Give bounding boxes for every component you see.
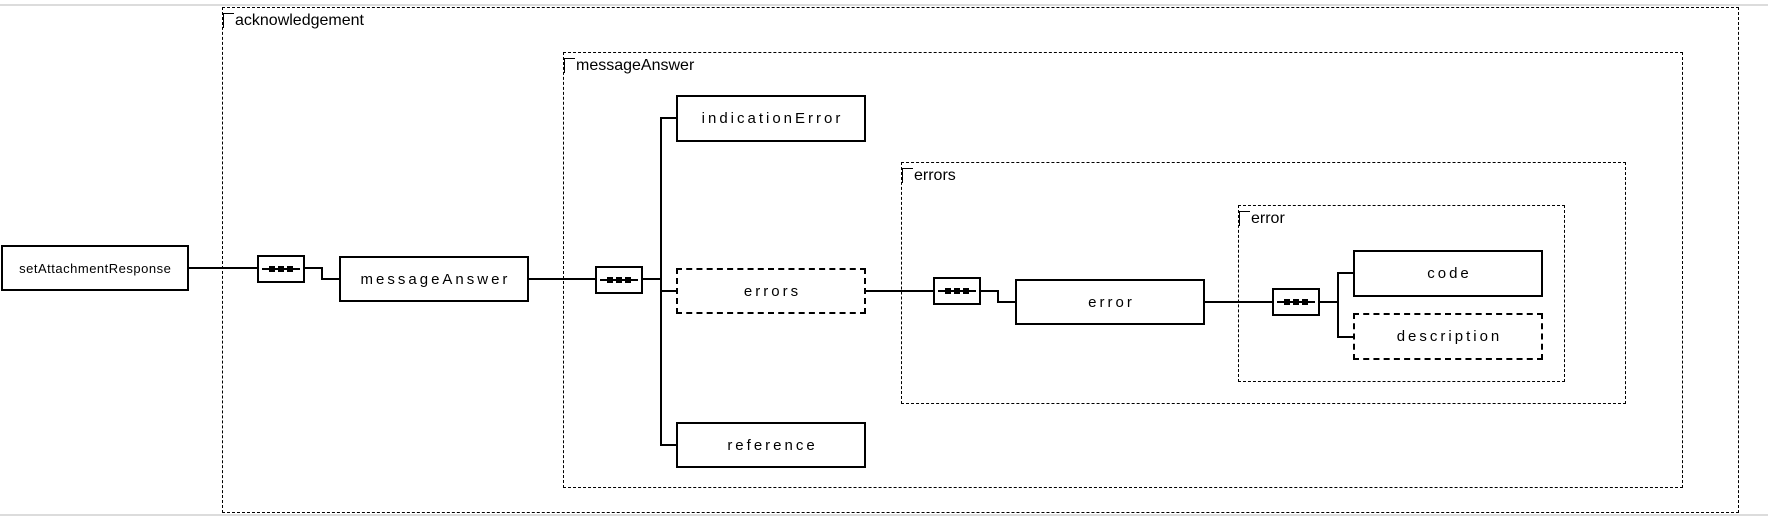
connector-line <box>997 301 1015 303</box>
group-corner-tick <box>564 58 575 73</box>
connector-line <box>529 278 595 280</box>
connector-line <box>997 290 999 303</box>
connector-line <box>321 278 339 280</box>
connector-line <box>189 267 257 269</box>
sequence-icon-dots <box>935 279 979 303</box>
group-label-messageAnswer: messageAnswer <box>564 57 694 75</box>
branch-spine <box>1337 272 1339 338</box>
group-label-error: error <box>1239 210 1285 228</box>
element-box-error[interactable]: error <box>1015 279 1205 325</box>
element-box-reference[interactable]: reference <box>676 422 866 468</box>
group-label-errors: errors <box>902 167 956 185</box>
element-box-errors[interactable]: errors <box>676 268 866 314</box>
sequence-icon-dots <box>259 257 303 281</box>
group-messageAnswer: messageAnswer <box>563 52 1683 488</box>
connector-line <box>643 278 662 280</box>
sequence-icon[interactable] <box>595 266 643 294</box>
branch-spine <box>660 117 662 446</box>
connector-line <box>866 290 933 292</box>
group-errors: errors <box>901 162 1626 404</box>
connector-line <box>321 267 323 280</box>
sequence-icon[interactable] <box>1272 288 1320 316</box>
pane-bottom-edge <box>0 514 1768 516</box>
sequence-icon-dots <box>597 268 641 292</box>
pane-top-edge <box>0 4 1768 6</box>
element-box-description[interactable]: description <box>1353 313 1543 360</box>
connector-line <box>660 290 676 292</box>
group-corner-tick <box>902 168 913 183</box>
group-label-acknowledgement: acknowledgement <box>223 12 364 30</box>
connector-line <box>1337 272 1353 274</box>
connector-line <box>1320 301 1339 303</box>
connector-line <box>660 117 676 119</box>
group-corner-tick <box>223 13 234 28</box>
element-box-setAttachmentResponse[interactable]: setAttachmentResponse <box>1 245 189 291</box>
connector-line <box>981 290 999 292</box>
group-corner-tick <box>1239 211 1250 226</box>
element-box-code[interactable]: code <box>1353 250 1543 297</box>
sequence-icon-dots <box>1274 290 1318 314</box>
connector-line <box>660 444 676 446</box>
element-box-indicationError[interactable]: indicationError <box>676 95 866 142</box>
group-error: error <box>1238 205 1565 382</box>
sequence-icon[interactable] <box>257 255 305 283</box>
group-acknowledgement: acknowledgement <box>222 7 1739 513</box>
sequence-icon[interactable] <box>933 277 981 305</box>
connector-line <box>1337 336 1353 338</box>
connector-line <box>1205 301 1272 303</box>
connector-line <box>305 267 323 269</box>
element-box-messageAnswer[interactable]: messageAnswer <box>339 256 529 302</box>
